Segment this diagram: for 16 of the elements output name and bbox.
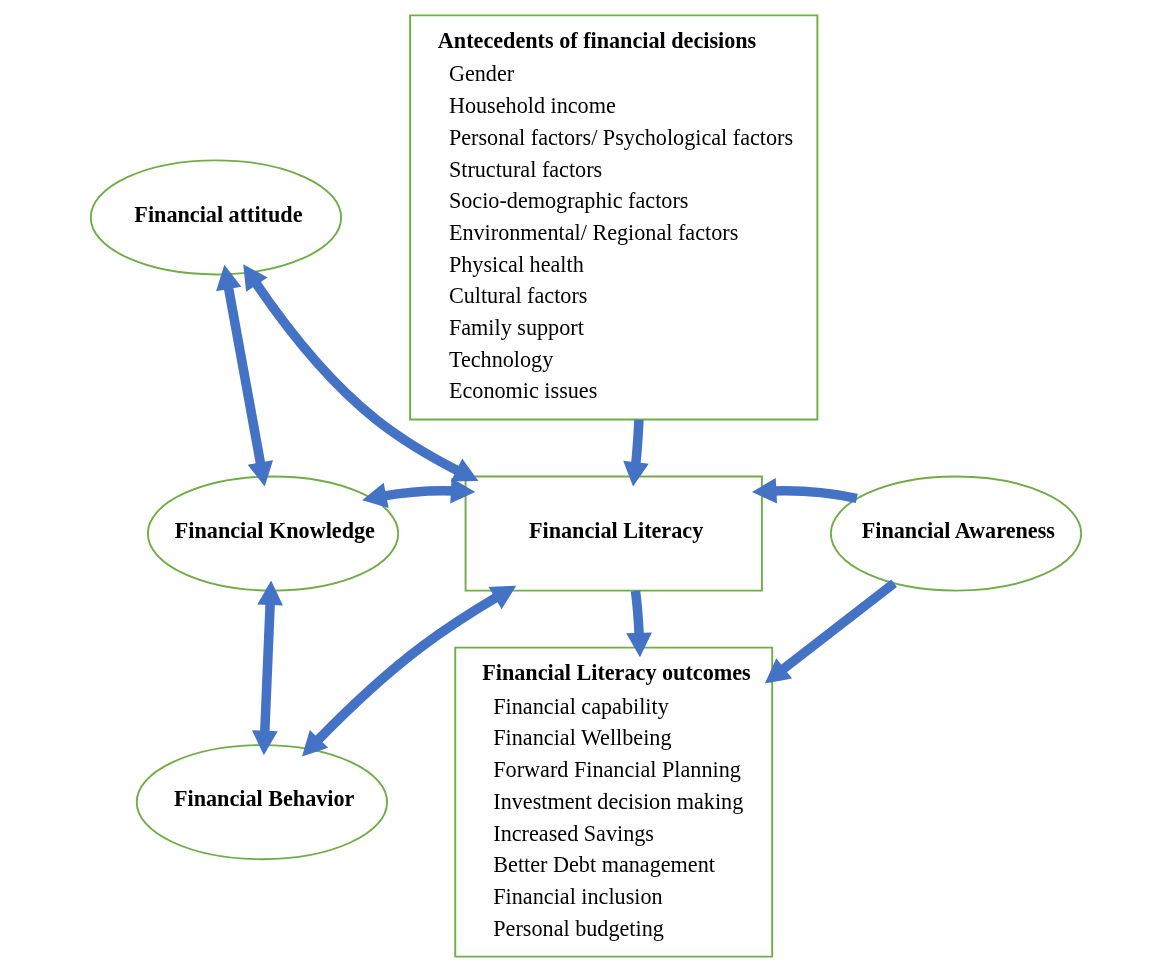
arrow: [751, 477, 858, 504]
node-box: Financial Literacy outcomes Financial capability Financial Wellbeing Forward Financial Planning Investment decision making Increased Savings Better Debt management Financial inclusion Personal budgeting: [453, 646, 773, 958]
arrow: [301, 585, 516, 756]
arrow: [215, 264, 273, 487]
arrow: [622, 419, 649, 487]
node-ellipse: Financial Knowledge: [146, 475, 399, 592]
arrow: [242, 263, 478, 482]
node-box: Antecedents of financial decisions Gender Household income Personal factors/ Psychological factors Structural factors Socio-demographic factors Environmental/ Regional factors Physical health Cultural factors Family support Technology Economic issues: [408, 13, 818, 420]
node-ellipse: Financial Behavior: [135, 743, 388, 860]
arrow: [764, 578, 897, 683]
arrow: [251, 580, 283, 755]
arrow: [625, 589, 652, 657]
node-box: Financial Literacy: [464, 475, 763, 592]
node-ellipse: Financial attitude: [89, 158, 342, 275]
node-ellipse: Financial Awareness: [829, 475, 1082, 592]
arrow: [361, 477, 475, 508]
